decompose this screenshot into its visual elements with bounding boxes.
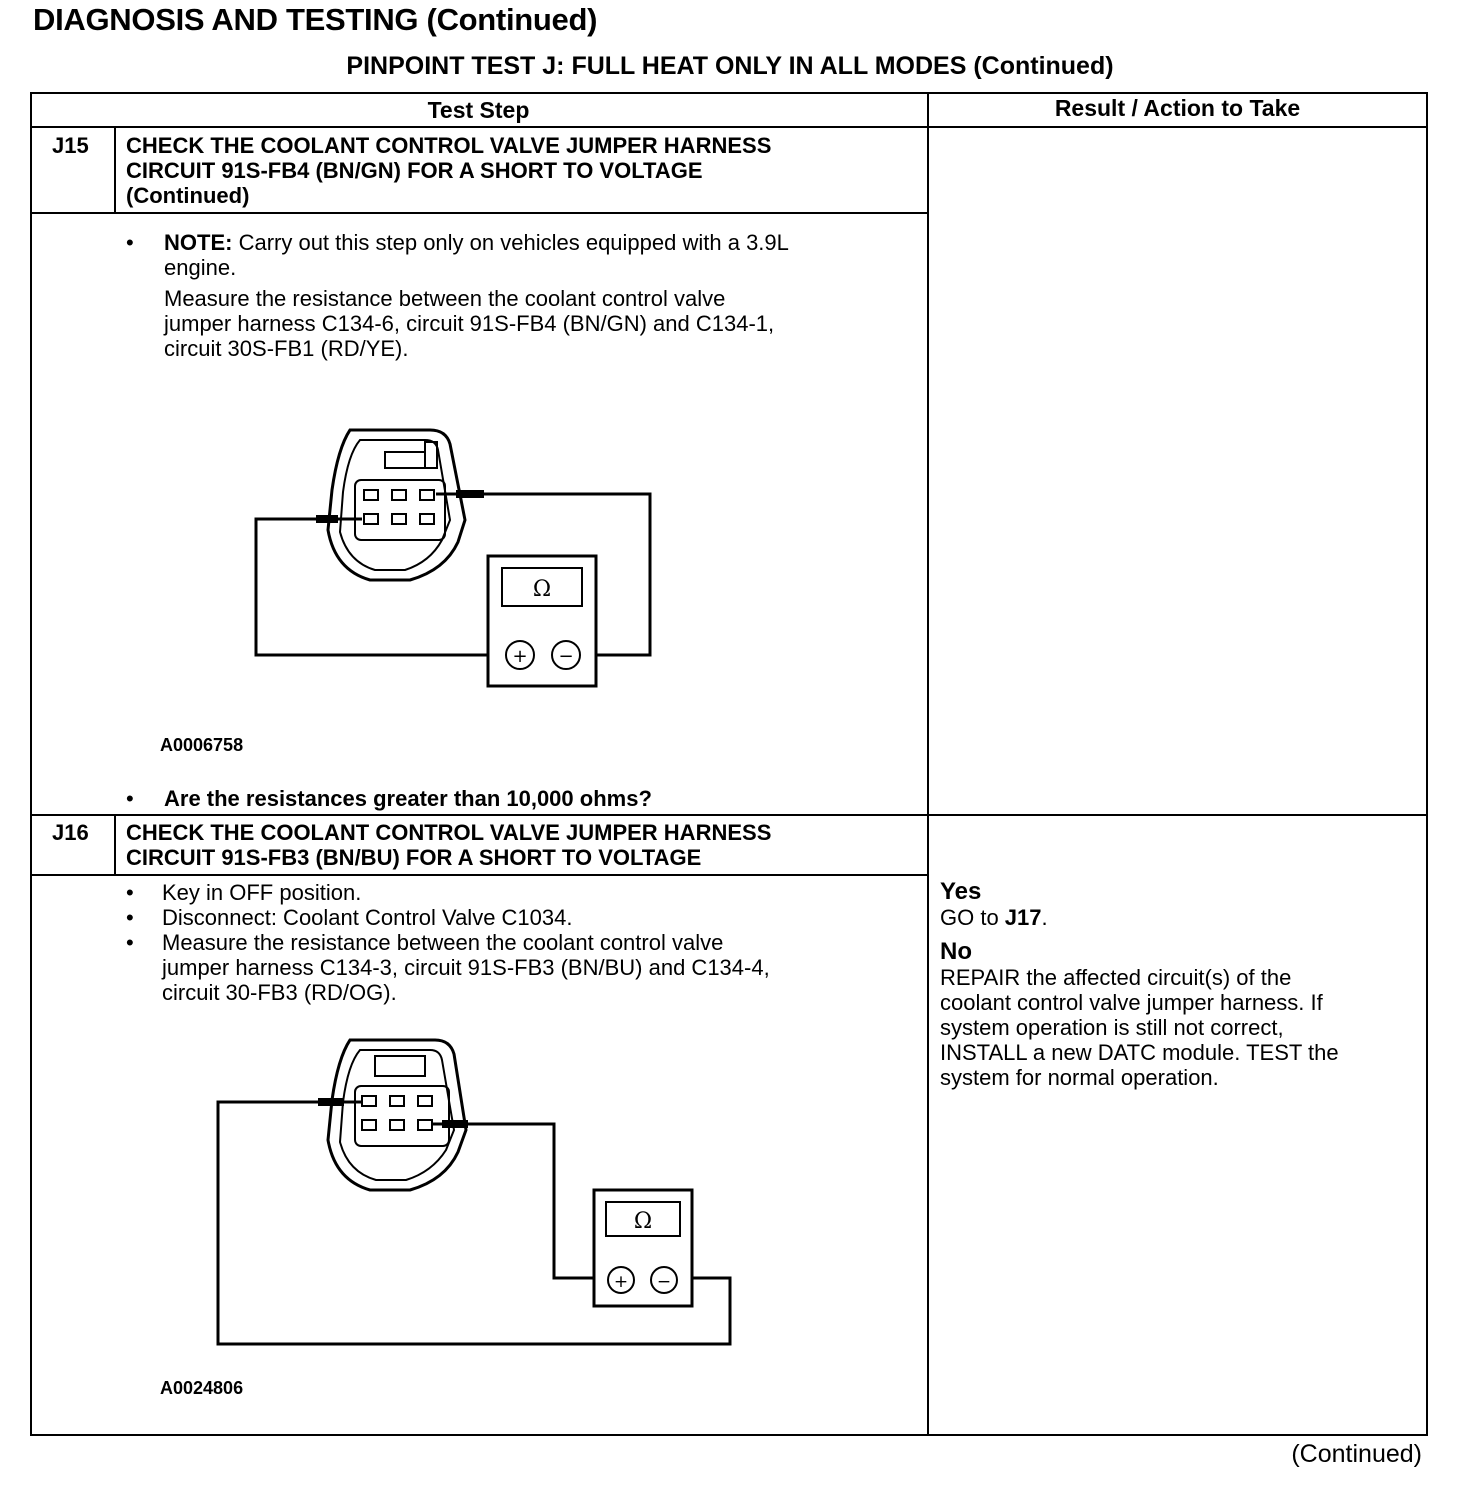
connector-ohmmeter-diagram-j16: Ω + − (216, 1038, 732, 1346)
figure-id-j16: A0024806 (160, 1378, 244, 1398)
step-id-divider-j15 (114, 126, 116, 214)
figure-id-j15: A0006758 (160, 735, 244, 755)
result-no-label: No (940, 938, 972, 965)
step-title-divider-j15 (30, 212, 927, 214)
note-j15: NOTE: Carry out this step only on vehicl… (164, 230, 789, 361)
bullet-marker: • (126, 786, 134, 811)
bullet-marker: • (126, 930, 134, 955)
ohm-symbol: Ω (634, 1209, 652, 1234)
result-yes-action: GO to J17. (940, 905, 1048, 930)
bullet-marker: • (126, 230, 134, 255)
pinpoint-test-title: PINPOINT TEST J: FULL HEAT ONLY IN ALL M… (346, 52, 1114, 80)
plus-terminal-label: + (512, 646, 527, 667)
test-table (30, 92, 1428, 1436)
header-divider (30, 126, 1428, 128)
step-title-j15: CHECK THE COOLANT CONTROL VALVE JUMPER H… (126, 133, 772, 208)
question-j15: Are the resistances greater than 10,000 … (164, 786, 652, 811)
result-yes-label: Yes (940, 878, 982, 905)
ohm-symbol: Ω (533, 577, 551, 602)
minus-terminal-label: − (558, 646, 573, 667)
step-id-j16: J16 (52, 820, 89, 845)
footer-continued: (Continued) (1291, 1440, 1422, 1468)
connector-ohmmeter-diagram-j15: Ω + − (254, 428, 652, 688)
instructions-j16: Key in OFF position. Disconnect: Coolant… (162, 880, 770, 1005)
step-id-divider-j16 (114, 814, 116, 876)
bullet-marker: • (126, 880, 134, 905)
step-title-j16: CHECK THE COOLANT CONTROL VALVE JUMPER H… (126, 820, 772, 870)
step-title-divider-j16 (30, 874, 927, 876)
bullet-marker: • (126, 905, 134, 930)
step-id-j15: J15 (52, 133, 89, 158)
step-divider-j16 (30, 814, 1428, 816)
column-header-test-step: Test Step (427, 97, 530, 123)
column-divider (927, 92, 929, 1436)
plus-terminal-label: + (614, 1272, 628, 1292)
page-heading: DIAGNOSIS AND TESTING (Continued) (33, 2, 598, 37)
result-no-action: REPAIR the affected circuit(s) of the co… (940, 965, 1339, 1090)
column-header-result-action: Result / Action to Take (1054, 95, 1301, 121)
minus-terminal-label: − (657, 1272, 671, 1292)
